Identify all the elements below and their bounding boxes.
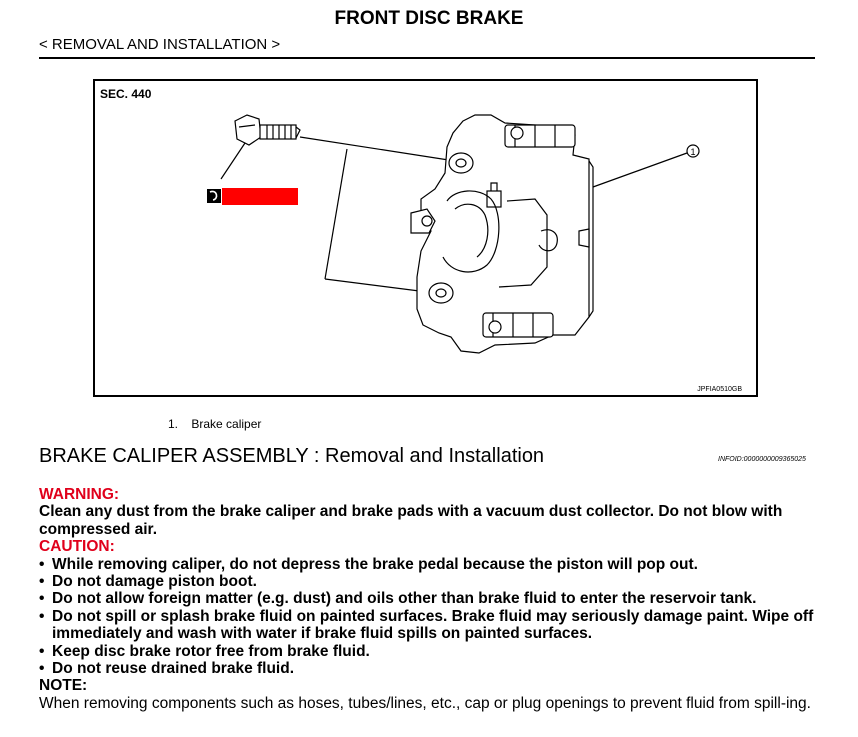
list-item: Do not reuse drained brake fluid. [39, 660, 819, 678]
figure-code: JPFIA0510GB [697, 386, 742, 393]
brake-caliper-figure: SEC. 440 [93, 79, 758, 397]
legend-label: Brake caliper [191, 417, 262, 431]
header-rule [39, 57, 815, 59]
callout-number: 1 [690, 147, 695, 157]
note-label: NOTE: [39, 677, 88, 695]
list-item: Do not damage piston boot. [39, 573, 819, 591]
legend-item: 1. Brake caliper [168, 417, 261, 431]
caution-list: While removing caliper, do not depress t… [39, 556, 819, 678]
torque-value-redacted [222, 188, 298, 205]
note-text: When removing components such as hoses, … [39, 694, 811, 712]
section-heading: BRAKE CALIPER ASSEMBLY : Removal and Ins… [39, 445, 545, 467]
list-item: Do not spill or splash brake fluid on pa… [39, 608, 819, 643]
list-item: Do not allow foreign matter (e.g. dust) … [39, 590, 819, 608]
breadcrumb[interactable]: < REMOVAL AND INSTALLATION > [39, 36, 281, 53]
list-item: Keep disc brake rotor free from brake fl… [39, 643, 819, 661]
procedure-body: WARNING: Clean any dust from the brake c… [39, 486, 819, 712]
legend-number: 1. [168, 417, 179, 431]
warning-text: Clean any dust from the brake caliper an… [39, 503, 783, 538]
mounting-bolt-icon [234, 114, 301, 146]
caution-label: CAUTION: [39, 538, 115, 556]
torque-wrench-icon [207, 189, 221, 203]
warning-label: WARNING: [39, 486, 120, 503]
info-id: INFOID:0000000009365025 [718, 456, 806, 463]
page-title: FRONT DISC BRAKE [334, 8, 524, 29]
section-number-label: SEC. 440 [100, 87, 152, 101]
caliper-illustration: 1 [207, 114, 700, 354]
list-item: While removing caliper, do not depress t… [39, 556, 819, 574]
